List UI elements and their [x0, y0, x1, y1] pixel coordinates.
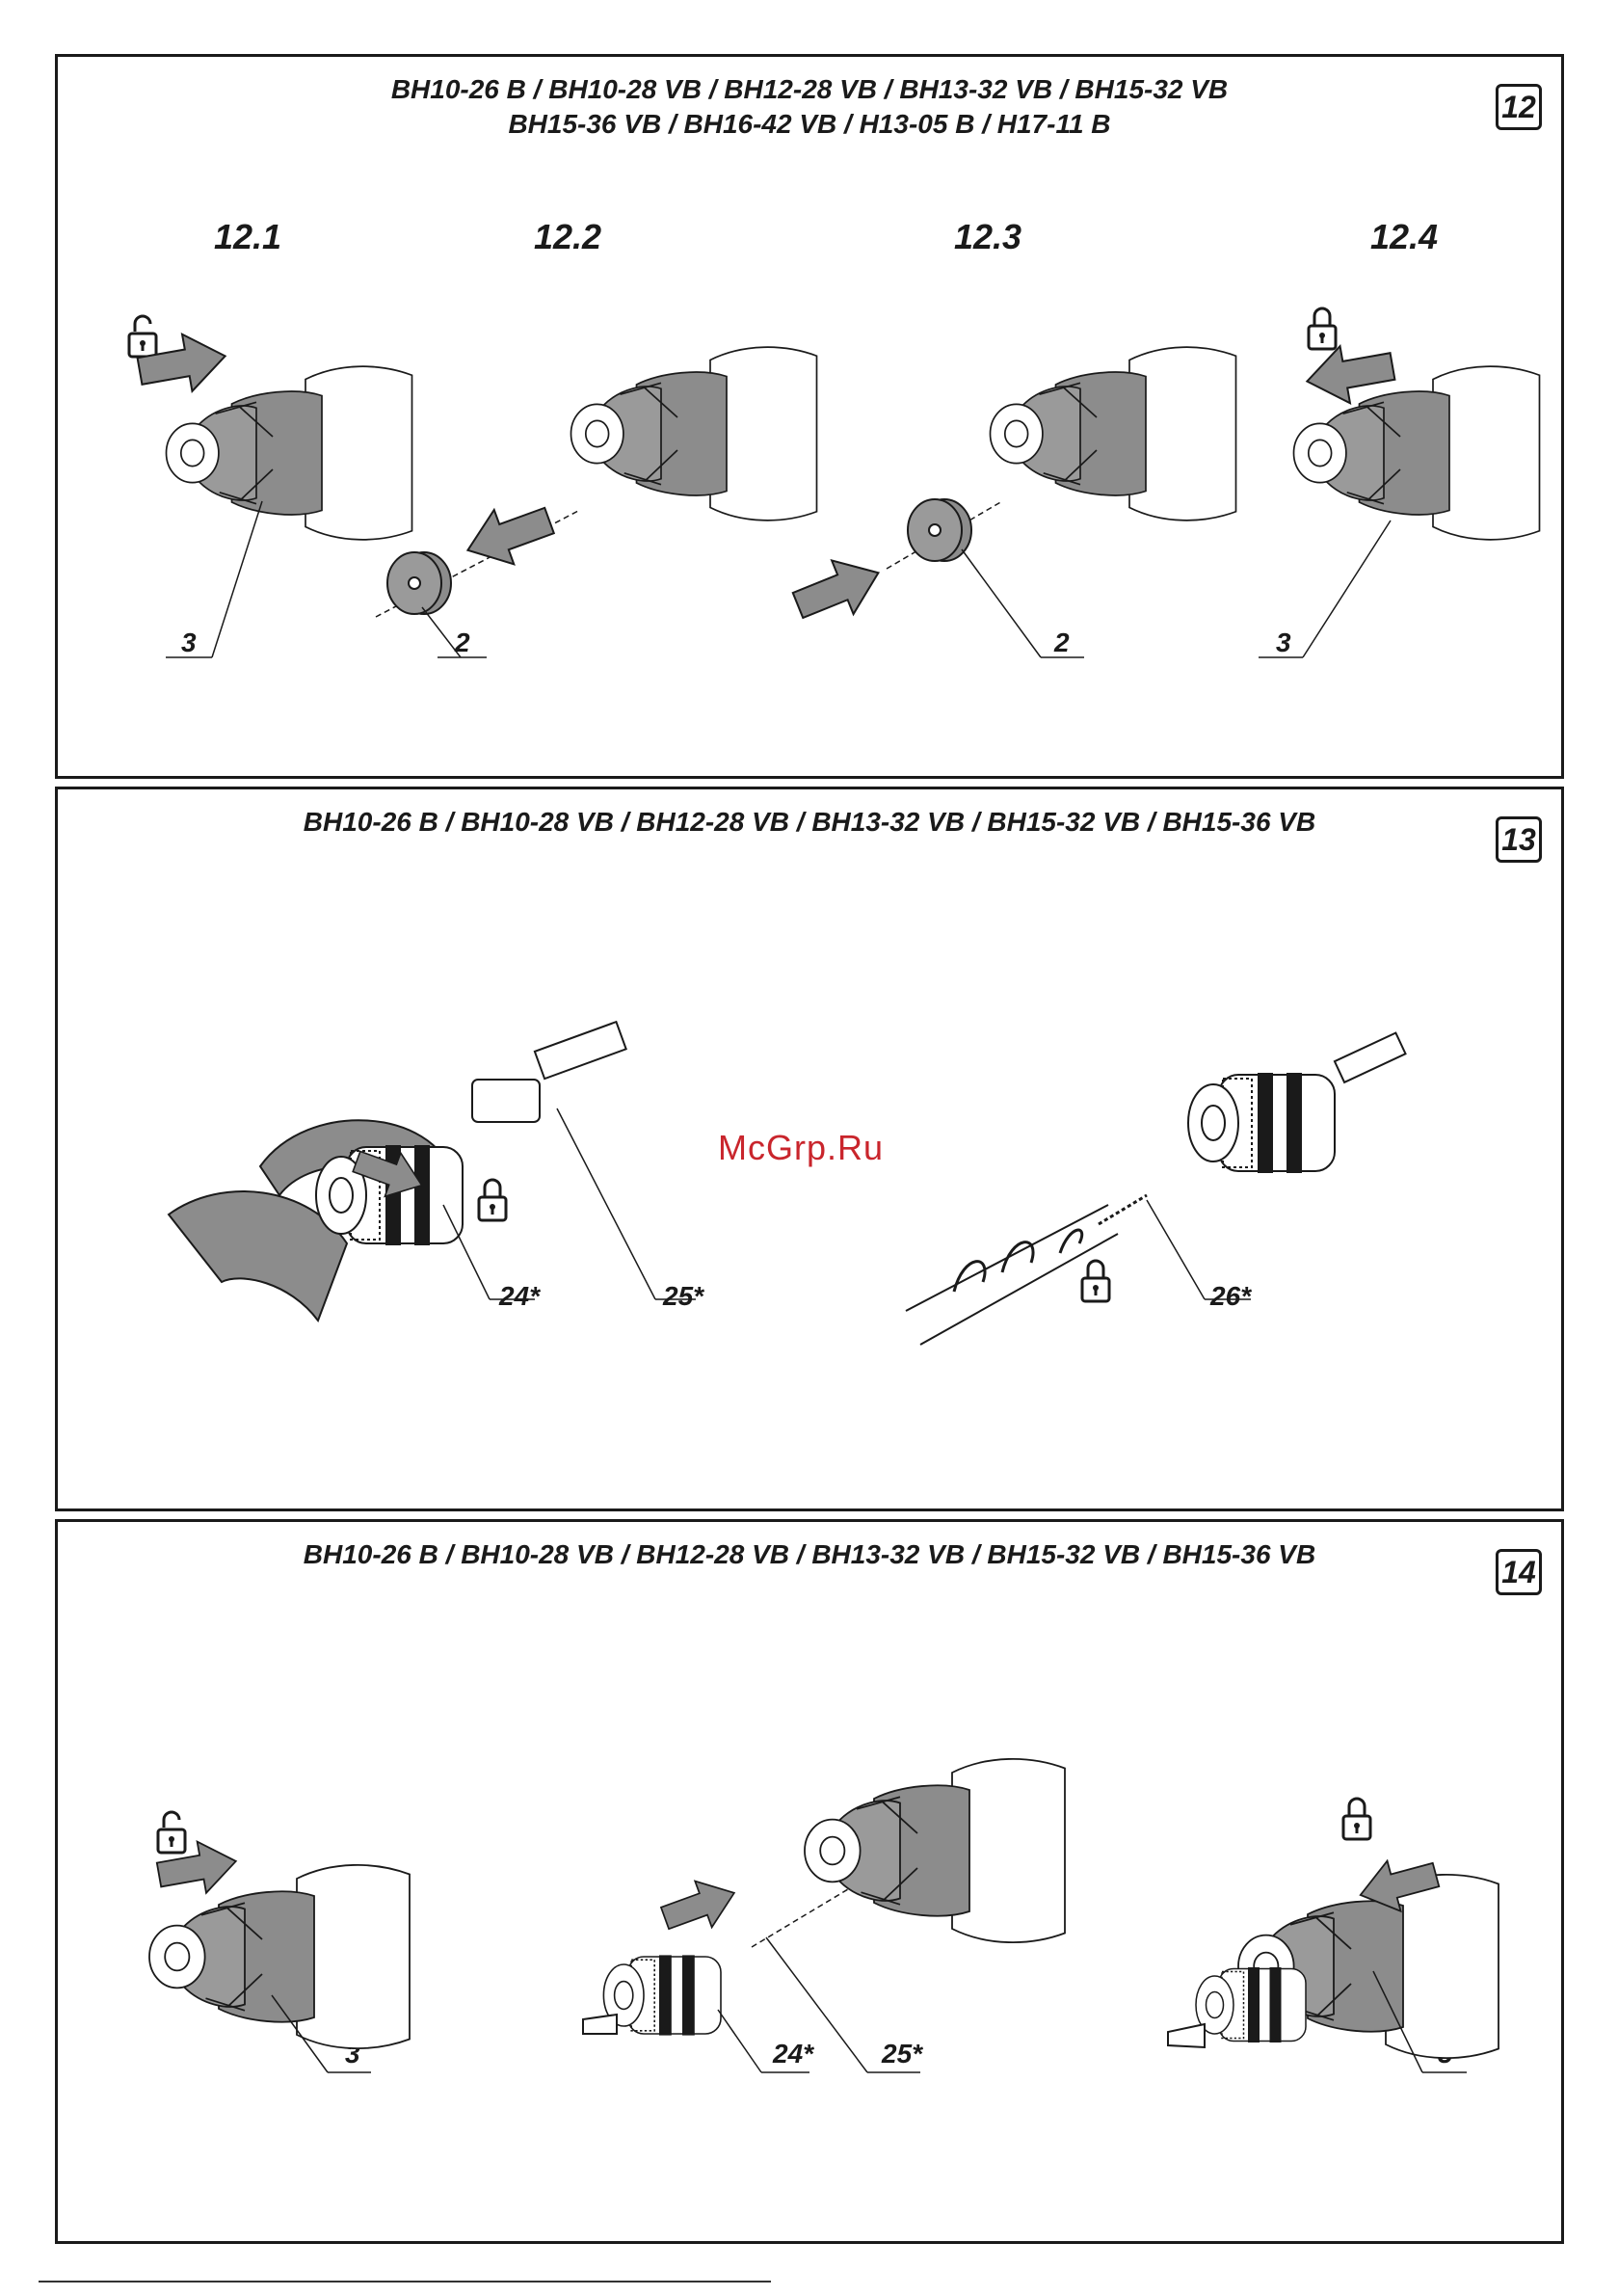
callout-label: 2 [455, 627, 470, 657]
model-list: BH10-26 B / BH10-28 VB / BH12-28 VB / BH… [303, 1539, 1316, 1569]
callout-label: 25* [882, 2039, 923, 2069]
callout-label: 24* [499, 1281, 541, 1311]
step-label: 12.2 [534, 217, 602, 256]
panel-12: BH10-26 B / BH10-28 VB / BH12-28 VB / BH… [55, 54, 1564, 779]
step-label: 12.1 [214, 217, 282, 256]
callout-label: 3 [1438, 2039, 1453, 2069]
footer-rule [39, 2281, 771, 2283]
callout-label: 25* [663, 1281, 704, 1311]
callout-label: 2 [1054, 627, 1070, 657]
panel-13: BH10-26 B / BH10-28 VB / BH12-28 VB / BH… [55, 787, 1564, 1511]
callout-label: 24* [773, 2039, 814, 2069]
callout-label: 3 [181, 627, 197, 657]
callout-label: 3 [345, 2039, 360, 2069]
callout-label: 3 [1276, 627, 1291, 657]
panel-number: 13 [1496, 816, 1542, 863]
model-list: BH10-26 B / BH10-28 VB / BH12-28 VB / BH… [303, 807, 1316, 837]
model-list: BH10-26 B / BH10-28 VB / BH12-28 VB / BH… [58, 72, 1561, 142]
step-label: 12.3 [954, 217, 1022, 256]
model-list-line-2: BH15-36 VB / BH16-42 VB / H13-05 B / H17… [508, 109, 1111, 139]
callout-label: 26* [1210, 1281, 1252, 1311]
watermark: McGrp.Ru [718, 1128, 885, 1167]
model-list-line-1: BH10-26 B / BH10-28 VB / BH12-28 VB / BH… [390, 74, 1229, 104]
panel-14: BH10-26 B / BH10-28 VB / BH12-28 VB / BH… [55, 1519, 1564, 2244]
panel-number: 14 [1496, 1549, 1542, 1595]
panel-number: 12 [1496, 84, 1542, 130]
step-label: 12.4 [1370, 217, 1439, 256]
